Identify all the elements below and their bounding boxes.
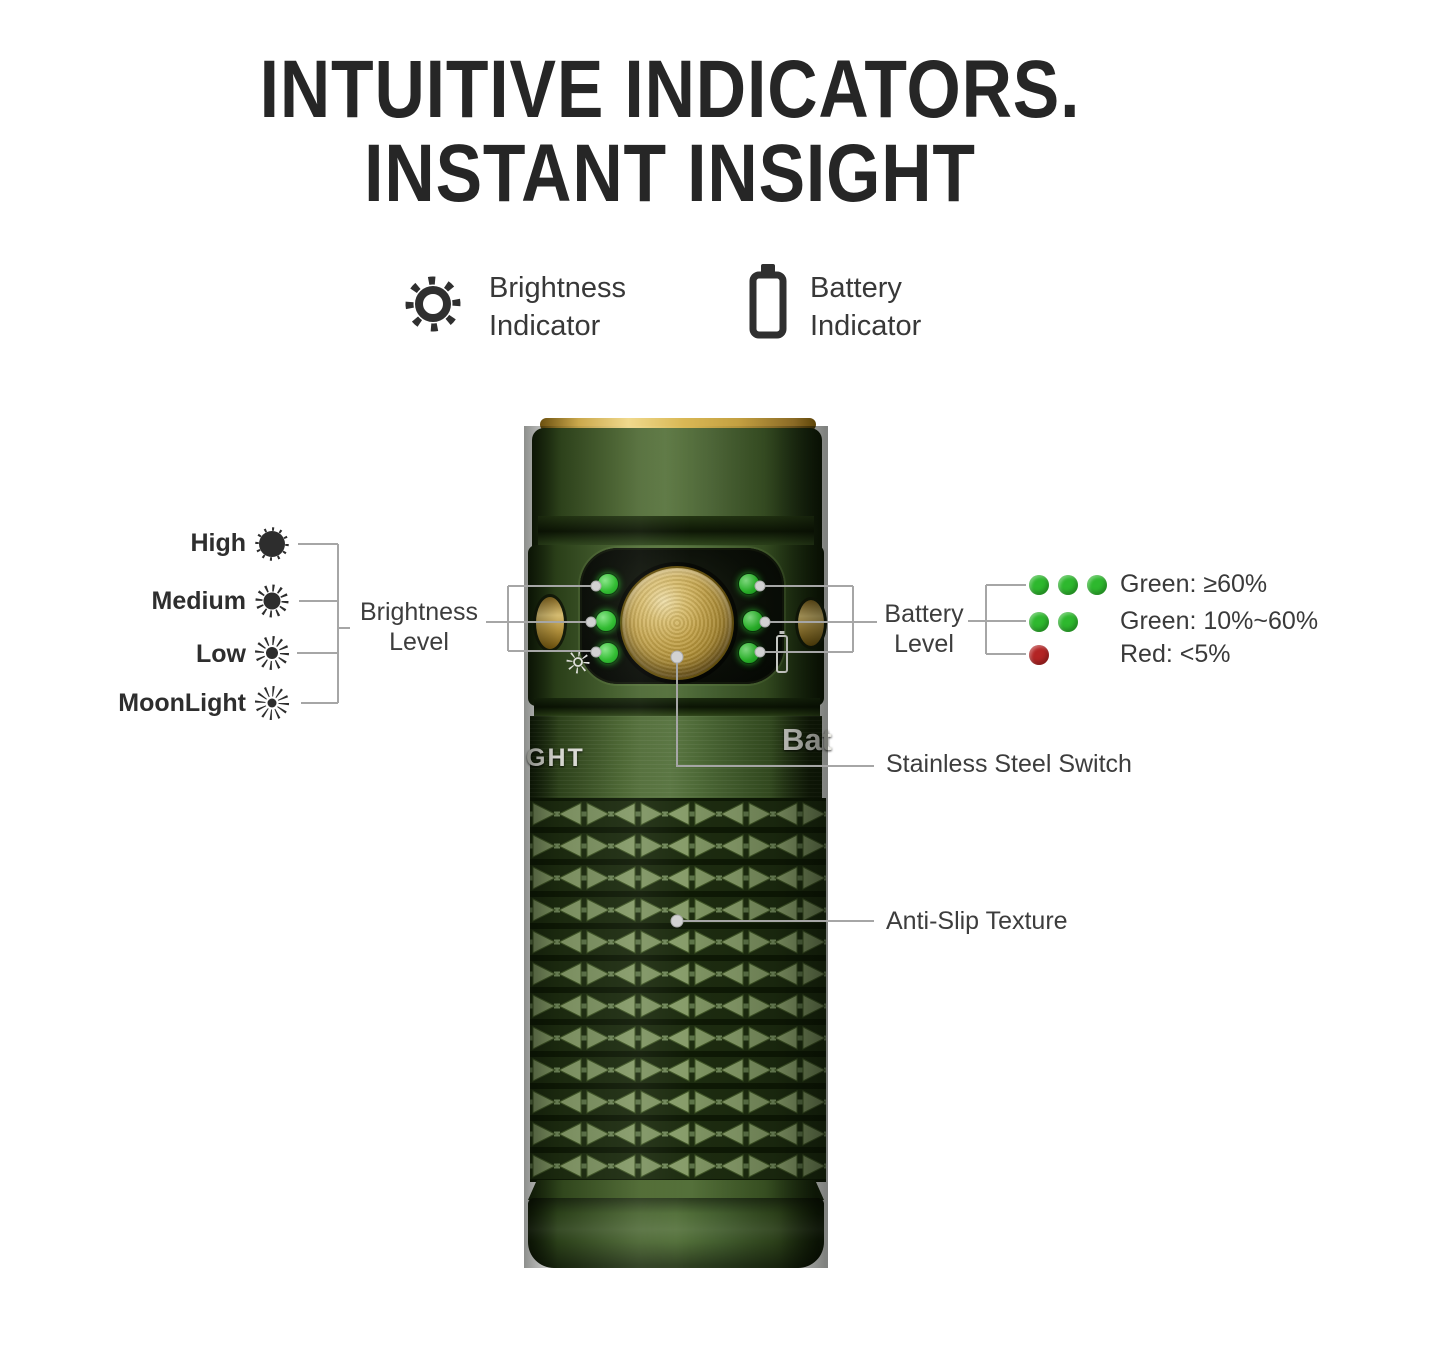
battery-led-1 xyxy=(738,573,760,595)
battery-legend-label-mid: Green: 10%~60% xyxy=(1120,607,1319,635)
engraved-sun-icon xyxy=(566,650,590,674)
battery-level-group-label: Battery Level xyxy=(880,599,968,659)
sun-medium-icon xyxy=(255,584,289,618)
brightness-level-group-label: Brightness Level xyxy=(346,597,492,657)
brightness-indicator-line1: Brightness xyxy=(489,272,627,304)
battery-indicator-line1: Battery xyxy=(810,272,902,304)
battery-legend-label-low: Red: <5% xyxy=(1120,640,1231,668)
brightness-indicator-label: Brightness Indicator xyxy=(489,269,626,345)
page-title: INTUITIVE INDICATORS. INSTANT INSIGHT xyxy=(0,48,1340,216)
battery-indicator-line2: Indicator xyxy=(810,310,922,342)
sun-moonlight-icon xyxy=(254,685,290,721)
brightness-indicator-line2: Indicator xyxy=(489,310,601,342)
battery-icon xyxy=(749,264,787,339)
battery-level-line2: Level xyxy=(894,630,954,658)
engraved-battery-icon xyxy=(776,631,788,673)
brand-marking-left: GHT xyxy=(526,744,585,772)
battery-led-3 xyxy=(738,642,760,664)
sun-icon xyxy=(405,276,461,332)
battery-level-line1: Battery xyxy=(884,600,964,628)
flashlight-image: GHT Bat xyxy=(524,416,832,1268)
anti-slip-texture xyxy=(530,798,826,1182)
page-title-line1: INTUITIVE INDICATORS. xyxy=(259,44,1081,135)
level-label-moonlight: MoonLight xyxy=(118,689,246,717)
battery-legend-dots-low xyxy=(1029,644,1058,665)
texture-callout-label: Anti-Slip Texture xyxy=(886,907,1068,935)
brightness-level-line1: Brightness xyxy=(359,598,479,626)
sun-low-icon xyxy=(255,636,289,670)
brightness-led-3 xyxy=(597,642,619,664)
page-title-line2: INSTANT INSIGHT xyxy=(364,128,976,219)
flashlight-tail-flare xyxy=(528,1180,824,1200)
level-label-low: Low xyxy=(196,640,246,668)
battery-legend-dots-high xyxy=(1029,574,1116,595)
flashlight-right-brass-accent xyxy=(795,597,827,649)
brightness-led-1 xyxy=(597,573,619,595)
battery-legend-label-high: Green: ≥60% xyxy=(1120,570,1268,598)
stainless-steel-switch-button xyxy=(620,566,734,680)
battery-indicator-label: Battery Indicator xyxy=(810,269,921,345)
level-label-medium: Medium xyxy=(151,587,246,615)
flashlight-tailcap xyxy=(528,1198,824,1268)
battery-led-2 xyxy=(742,610,764,632)
battery-legend-dots-mid xyxy=(1029,611,1087,632)
brightness-level-line2: Level xyxy=(389,628,449,656)
switch-callout-label: Stainless Steel Switch xyxy=(886,750,1132,778)
flashlight-neck-groove xyxy=(534,698,820,718)
brightness-led-2 xyxy=(595,610,617,632)
flashlight-left-brass-accent xyxy=(533,594,567,652)
model-marking-right: Bat xyxy=(782,722,832,757)
level-label-high: High xyxy=(190,529,246,557)
sun-high-icon xyxy=(255,527,289,561)
